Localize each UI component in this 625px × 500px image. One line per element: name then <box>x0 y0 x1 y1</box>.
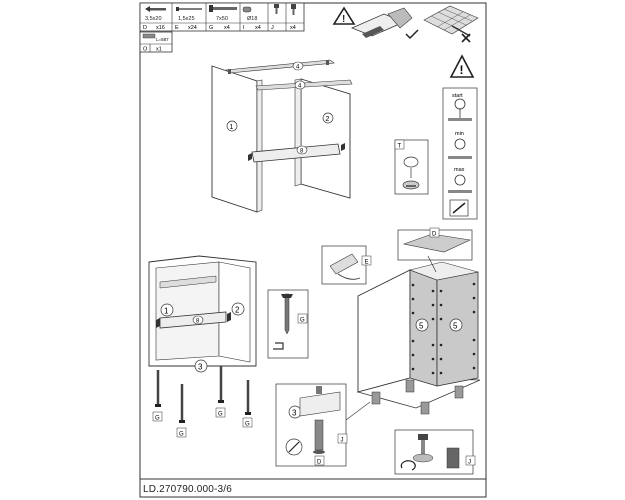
label-min: min <box>455 131 464 137</box>
level-tool-icon <box>452 202 466 214</box>
panel-1-label: 1 <box>230 124 234 131</box>
leg-3 <box>420 401 430 415</box>
rail-length: L=587 <box>156 37 169 42</box>
check-ok-icon <box>405 29 419 40</box>
document-code: LD.270790.000-3/6 <box>143 484 233 495</box>
rotate-icon-max <box>454 174 466 186</box>
rail-4-top-label: 4 <box>296 65 300 71</box>
rotate-icon-start <box>454 98 466 110</box>
detail-3-label: 3 <box>292 409 297 418</box>
size-d: 3,5x20 <box>145 16 162 22</box>
screw-detail: G <box>267 289 309 359</box>
label-start: start <box>452 93 463 99</box>
letter-d: D <box>143 25 147 31</box>
screw-e-icon <box>176 7 202 11</box>
leg-j-icon <box>274 4 279 14</box>
callout-d: D <box>432 232 437 238</box>
leg-1 <box>371 391 381 405</box>
bolt-g-icon <box>209 5 237 12</box>
detail-leg: J J <box>337 429 476 475</box>
tiled-floor-illustration <box>423 5 479 37</box>
step2-assembly: 1 2 8 3 G G G G <box>148 255 257 438</box>
dowel-i-icon <box>242 6 252 13</box>
label-max: max <box>454 167 465 173</box>
screw-letter-1: G <box>155 416 160 422</box>
box-bottom-3-label: 3 <box>198 363 203 372</box>
size-g: 7x50 <box>216 16 228 22</box>
screw-right-2 <box>245 380 251 415</box>
size-e: 1,5x25 <box>178 16 195 22</box>
back-panel-5a-label: 5 <box>419 322 424 331</box>
qty-g: x4 <box>224 25 230 31</box>
rail-8-label: 8 <box>300 149 304 155</box>
qty-d: x16 <box>156 25 165 31</box>
detail-3-letter: D <box>317 460 322 466</box>
rail-icon <box>142 33 156 39</box>
qty-e: x24 <box>188 25 197 31</box>
detail-bottom-dowel: 3 D <box>275 383 371 467</box>
step1-assembly: 1 2 4 4 8 <box>211 59 353 213</box>
box-panel-2-label: 2 <box>235 306 240 315</box>
back-panel-5b-label: 5 <box>453 322 458 331</box>
hanger-rail-box: L=587 O x1 <box>139 31 173 53</box>
letter-g: G <box>209 25 213 31</box>
screw-right-1 <box>218 366 224 403</box>
not-allowed-icon <box>461 33 471 43</box>
callout-e: E <box>365 260 369 266</box>
adjuster-detail: T <box>394 139 429 195</box>
page-frame <box>139 2 487 498</box>
box-rail-8-label: 8 <box>196 319 200 325</box>
nail-dots <box>411 282 476 375</box>
letter-i: I <box>243 25 245 31</box>
warning-triangle-icon-2 <box>449 54 475 78</box>
adjust-steps-column: ! start min max <box>442 54 478 220</box>
letter-j: J <box>271 25 274 31</box>
letter-e: E <box>175 25 179 31</box>
box-panel-1-label: 1 <box>164 307 169 316</box>
leg-j2-icon <box>291 4 296 15</box>
letter-o: O <box>143 47 148 53</box>
screw-left-1 <box>155 370 161 407</box>
qty-i: x4 <box>255 25 261 31</box>
warning-surface-panel: ! <box>332 5 479 43</box>
rotate-arrow-icon <box>400 460 416 471</box>
rotate-icon-min <box>454 138 466 150</box>
screw-d-icon <box>145 6 166 12</box>
leg-4 <box>454 385 464 399</box>
hammer-illustration: E <box>321 245 372 285</box>
qty-j: x4 <box>290 25 296 31</box>
svg-text:!: ! <box>460 63 464 77</box>
callout-g: G <box>300 318 305 324</box>
callout-t: T <box>398 144 402 150</box>
hardware-table: 3,5x20 1,5x25 7x50 Ø18 D x16 E x24 G x4 … <box>139 2 305 32</box>
qty-o: x1 <box>156 47 162 53</box>
leg-2 <box>405 379 415 393</box>
screw-left-2 <box>179 384 185 423</box>
rail-4-mid-label: 4 <box>298 84 302 90</box>
callout-j: J <box>341 438 344 444</box>
step3-assembly: 5 5 E D <box>321 227 481 415</box>
svg-text:!: ! <box>342 14 345 25</box>
protective-board-illustration <box>350 7 413 38</box>
panel-2-label: 2 <box>326 116 330 123</box>
screw-letter-2: G <box>179 432 184 438</box>
size-i: Ø18 <box>247 16 257 22</box>
back-panel-board-illustration: D <box>397 227 473 273</box>
warning-triangle-icon <box>332 6 356 25</box>
detail-j-letter: J <box>468 460 471 466</box>
screw-letter-4: G <box>245 422 250 428</box>
screw-letter-3: G <box>218 412 223 418</box>
